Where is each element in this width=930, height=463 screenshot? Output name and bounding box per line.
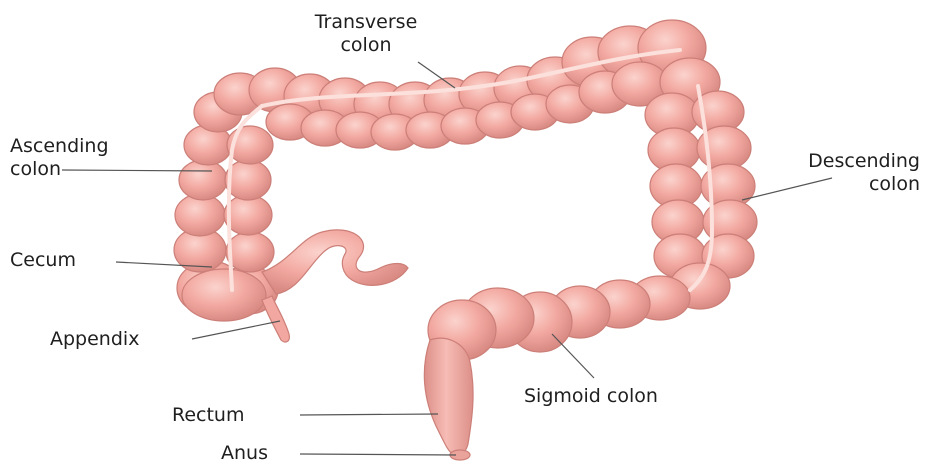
leader-appendix xyxy=(192,321,280,339)
label-transverse-colon-line1: Transverse xyxy=(314,11,418,33)
ileum-segment xyxy=(262,230,408,294)
rectum xyxy=(424,338,473,455)
label-cecum: Cecum xyxy=(10,249,76,271)
label-ascending-colon-line2: colon xyxy=(10,158,61,180)
label-descending-colon-line2: colon xyxy=(869,173,920,195)
leader-descending xyxy=(742,178,832,200)
leader-rectum xyxy=(300,414,438,415)
intestine-illustration xyxy=(174,20,757,460)
appendix xyxy=(262,296,289,342)
label-sigmoid-colon: Sigmoid colon xyxy=(524,385,658,407)
label-anus: Anus xyxy=(221,442,268,463)
label-rectum: Rectum xyxy=(172,404,244,426)
cecum xyxy=(182,269,266,321)
label-appendix: Appendix xyxy=(50,328,139,350)
leader-sigmoid xyxy=(552,334,594,378)
label-ascending-colon-line1: Ascending xyxy=(10,135,109,157)
sigmoid-colon xyxy=(428,276,690,360)
transverse-colon xyxy=(214,20,706,150)
leader-anus xyxy=(300,454,456,455)
label-descending-colon-line1: Descending xyxy=(808,150,920,172)
label-transverse-colon-line2: colon xyxy=(340,34,391,56)
